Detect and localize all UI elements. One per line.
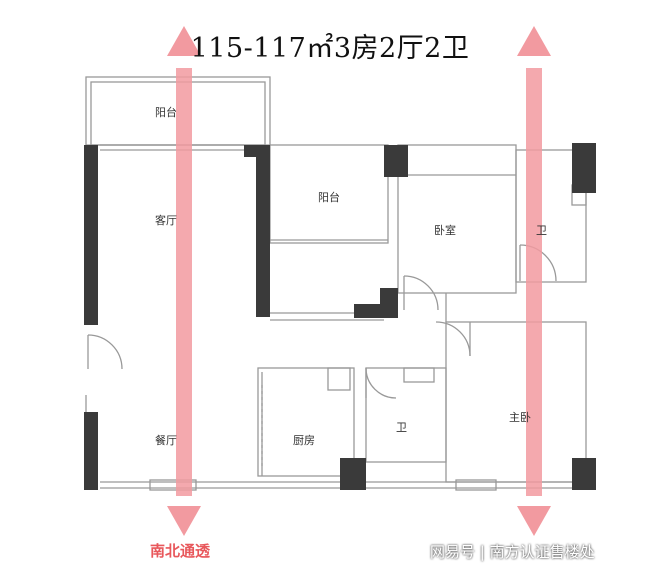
watermark: 网易号 | 南方认证售楼处: [430, 543, 595, 561]
room-label-dining-room: 餐厅: [155, 434, 177, 447]
arrow-shaft-left: [176, 68, 192, 496]
plan-outline: [85, 76, 587, 491]
room-label-living-room: 客厅: [155, 214, 177, 227]
ventilation-label-left: 南北通透: [150, 542, 211, 560]
arrow-head-down-left: [167, 506, 201, 536]
room-label-bedroom: 卧室: [434, 224, 456, 237]
plan-title: 115-117㎡3房2厅2卫: [190, 33, 470, 64]
arrow-shaft-right: [526, 68, 542, 496]
arrow-head-up-right: [517, 26, 551, 56]
plan-walls: [84, 143, 596, 490]
room-label-kitchen: 厨房: [293, 434, 315, 447]
ventilation-arrows: [167, 26, 551, 536]
room-label-balcony-top: 阳台: [155, 106, 177, 119]
arrow-head-down-right: [517, 506, 551, 536]
room-label-master-bedroom: 主卧: [509, 411, 531, 424]
arrow-head-up-left: [167, 26, 201, 56]
room-label-bathroom-bottom: 卫: [396, 421, 407, 434]
room-label-bathroom-top: 卫: [536, 224, 547, 237]
room-label-balcony-mid: 阳台: [318, 191, 340, 204]
